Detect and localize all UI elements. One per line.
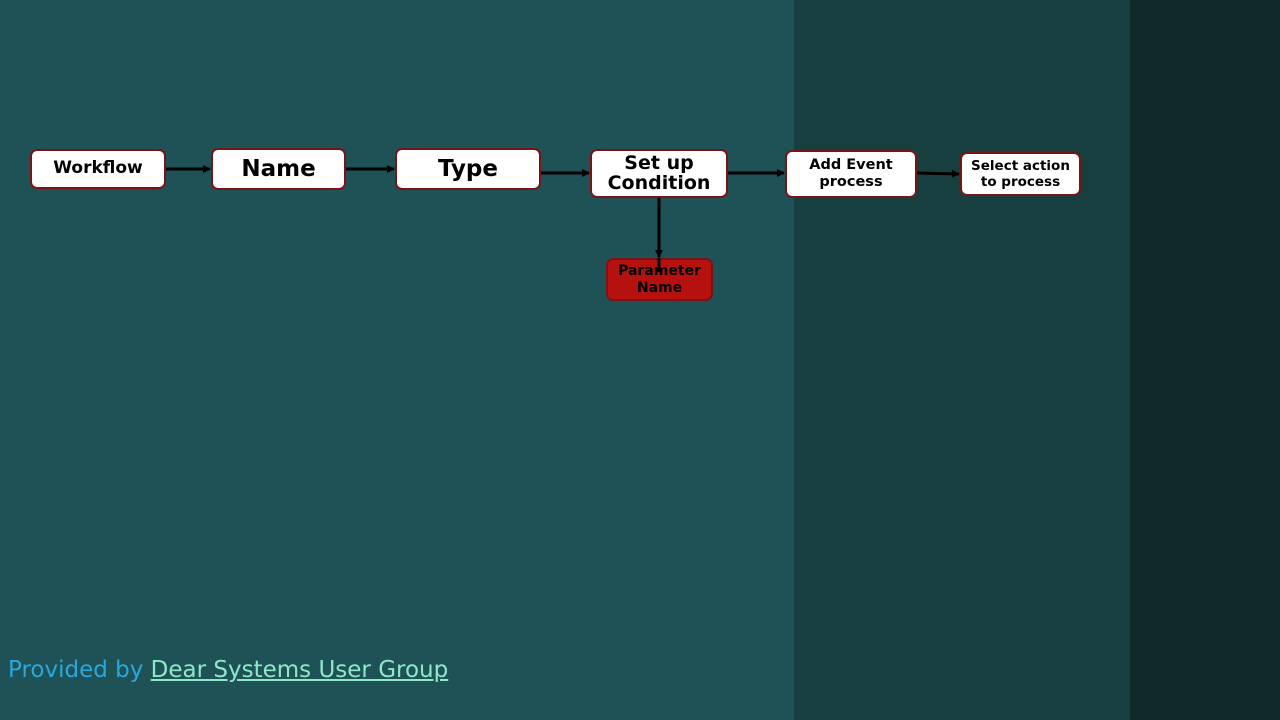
footer-prefix: Provided by: [8, 657, 151, 683]
slide-background-main: [0, 0, 794, 720]
node-select-action: Select action to process: [960, 152, 1081, 196]
footer-credit: Provided by Dear Systems User Group: [8, 657, 448, 683]
node-set-up-condition: Set up Condition: [590, 149, 728, 198]
node-name: Name: [211, 148, 346, 190]
arrow-event-to-action: [916, 169, 960, 178]
node-workflow: Workflow: [30, 149, 166, 189]
slide-background-right: [1130, 0, 1280, 720]
node-parameter-name: Parameter Name: [606, 258, 713, 301]
footer-link[interactable]: Dear Systems User Group: [150, 657, 449, 683]
node-type: Type: [395, 148, 541, 190]
slide-background-band: [794, 0, 1130, 720]
node-add-event-process: Add Event process: [785, 150, 917, 198]
